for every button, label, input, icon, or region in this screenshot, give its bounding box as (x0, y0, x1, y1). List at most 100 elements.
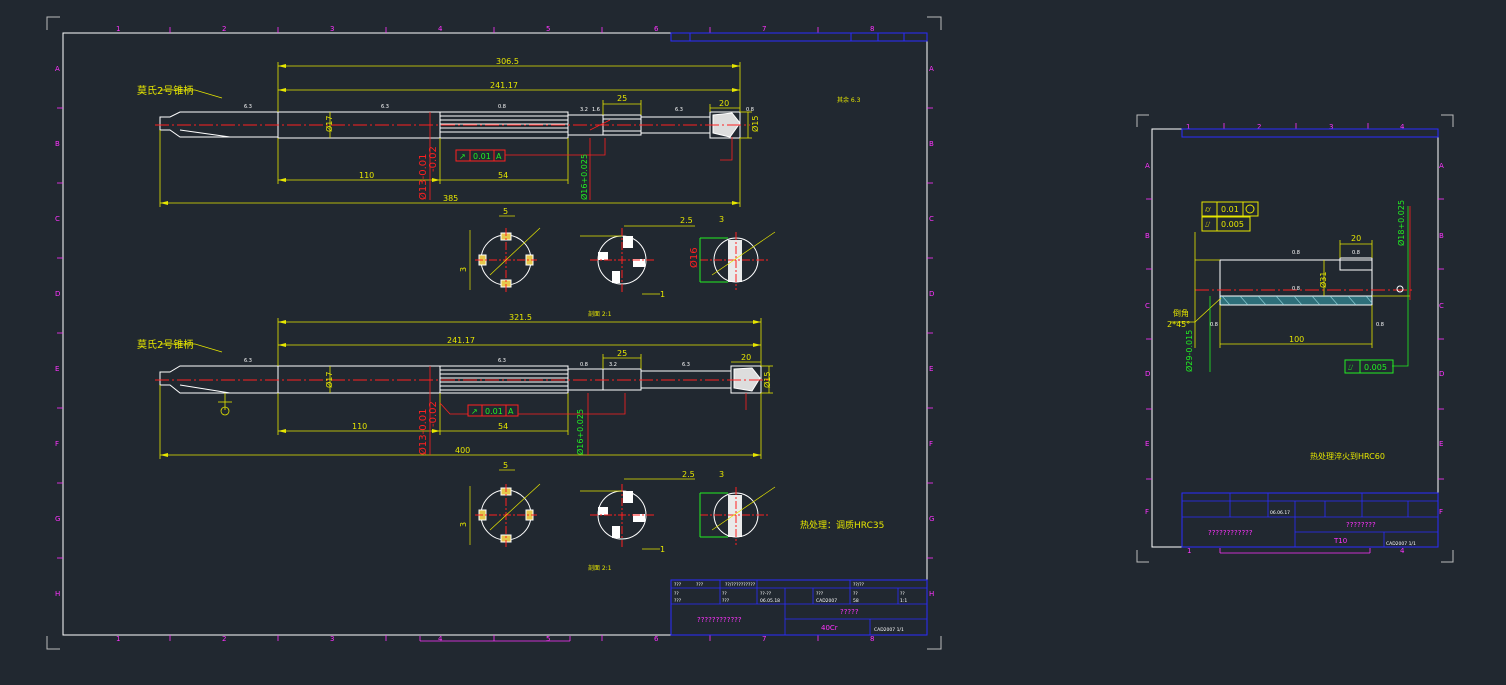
sheet-2-zone-ticks (1146, 123, 1444, 554)
col-label: 7 (762, 25, 766, 33)
sheet-1-corner-marks (46, 16, 942, 650)
row-label: H (929, 590, 934, 598)
col-label: 5 (546, 635, 550, 643)
chamfer-label: 倒角 (1173, 308, 1189, 318)
svg-text:0.8: 0.8 (1292, 286, 1300, 292)
row-label: F (55, 440, 59, 448)
shaft-1-dimension-lines (159, 62, 752, 207)
svg-text:???: ??? (816, 591, 824, 597)
svg-text:6.3: 6.3 (675, 107, 683, 113)
col-label: 5 (546, 25, 550, 33)
svg-text:⌰: ⌰ (1205, 220, 1211, 229)
sheet-2-zone-labels: 1 2 3 4 1 4 A B C D E F A B C D E F (1145, 123, 1444, 555)
col-label: 2 (222, 25, 226, 33)
sleeve-title-name: ???????? (1346, 521, 1376, 529)
sleeve-part[interactable]: ⌭ 0.01 ⌰ 0.005 ⌰ 0.005 20 100 Ø31 Ø18+0.… (1167, 200, 1415, 374)
svg-text:58: 58 (853, 598, 859, 604)
title-name: ????? (840, 608, 859, 616)
other-roughness-note: 其余 6.3 (837, 96, 861, 104)
svg-text:0.8: 0.8 (580, 362, 588, 368)
svg-text:6.3: 6.3 (498, 358, 506, 364)
col-label: 6 (654, 25, 659, 33)
svg-text:??: ?? (722, 591, 727, 597)
dim-spline-span: 241.17 (490, 81, 518, 90)
row-label: C (55, 215, 60, 223)
svg-text:3.2: 3.2 (580, 107, 588, 113)
sec2-d25: 2.5 (682, 470, 695, 479)
sleeve-dim-100: 100 (1289, 335, 1304, 344)
row-label: C (929, 215, 934, 223)
svg-text:D: D (1145, 370, 1150, 378)
dim-d15-2: Ø15 (762, 372, 772, 388)
svg-text:A: A (1145, 162, 1150, 170)
sec2-d3: 3 (459, 522, 468, 527)
svg-text:3.2: 3.2 (609, 362, 617, 368)
svg-text:???: ??? (722, 598, 730, 604)
dim-spline-span-2: 241.17 (447, 336, 475, 345)
col-label: 6 (654, 635, 659, 643)
svg-text:??: ?? (853, 591, 858, 597)
dim-d13-2: Ø13-0.01 (417, 409, 429, 455)
svg-text:1: 1 (1186, 123, 1190, 131)
svg-text:0.8: 0.8 (746, 107, 754, 113)
dim-d17: Ø17 (324, 116, 334, 132)
col-label: 8 (870, 635, 874, 643)
sec-c-d3: 3 (719, 215, 724, 224)
svg-text:0.8: 0.8 (1352, 250, 1360, 256)
svg-text:CAD2007 1/1: CAD2007 1/1 (874, 627, 904, 633)
section-views-1[interactable]: 5 3 2.5 1 3 Ø16 剖面 2:1 (459, 207, 776, 318)
shaft-2-red-leaders (429, 366, 747, 455)
runout-datum: A (496, 152, 502, 161)
svg-text:0.8: 0.8 (498, 104, 506, 110)
svg-text:F: F (1145, 508, 1149, 516)
sheet-1-column-labels: 1 2 3 4 5 6 7 8 1 2 3 4 5 6 7 8 (116, 25, 874, 643)
dim-overall-top-2: 321.5 (509, 313, 532, 322)
dim-25-2: 25 (617, 349, 627, 358)
shaft-part-1[interactable]: ↗ 0.01 A 莫氏2号锥柄 306.5 241.17 25 20 110 5… (137, 57, 760, 207)
sec-c-dia: Ø16 (688, 247, 700, 268)
svg-text:???: ??? (674, 582, 682, 588)
svg-text:F: F (1439, 508, 1443, 516)
svg-text:6.3: 6.3 (381, 104, 389, 110)
runout-symbol: ↗ (459, 152, 466, 161)
svg-text:0.8: 0.8 (1292, 250, 1300, 256)
scale-note-1: 剖面 2:1 (588, 310, 612, 318)
dim-25: 25 (617, 94, 627, 103)
sec2-c-d3: 3 (719, 470, 724, 479)
sleeve-title-code: CAD2007 1/1 (1386, 541, 1416, 547)
sleeve-title-date: 06.06.17 (1270, 510, 1290, 516)
sleeve-dim-29: Ø29-0.015 (1184, 330, 1194, 372)
svg-text:??: ?? (900, 591, 905, 597)
col-label: 3 (330, 25, 334, 33)
dim-overall-top: 306.5 (496, 57, 519, 66)
shaft-2-roughness: 6.3 6.3 0.8 3.2 6.3 (244, 358, 690, 368)
svg-text:1:1: 1:1 (900, 598, 907, 604)
shaft-2-arrowheads (160, 320, 761, 457)
tol-3-value: 0.005 (1364, 363, 1387, 372)
sheet-1-title-block[interactable]: ??? ??? ??/?????????? ??/?? ?? ?? ??-?? … (670, 579, 928, 636)
runout-symbol-2: ↗ (471, 407, 478, 416)
row-label: B (55, 140, 60, 148)
runout-value: 0.01 (473, 152, 491, 161)
sheet-2: 1 2 3 4 1 4 A B C D E F A B C D E F (1136, 114, 1454, 563)
svg-text:A: A (1439, 162, 1444, 170)
sleeve-dim-20: 20 (1351, 234, 1361, 243)
sheet-2-title-block[interactable]: ???????????? ???????? T10 CAD2007 1/1 06… (1181, 492, 1439, 548)
shaft-part-2[interactable]: ↗ 0.01 A 莫氏2号锥柄 321.5 241.17 25 20 110 5… (137, 313, 773, 459)
sleeve-title-org: ???????????? (1208, 529, 1253, 537)
title-org: ???????????? (697, 616, 742, 624)
sec-d25: 2.5 (680, 216, 693, 225)
svg-text:06.05.18: 06.05.18 (760, 598, 780, 604)
svg-text:B: B (1145, 232, 1150, 240)
svg-text:4: 4 (1400, 123, 1405, 131)
svg-text:C: C (1439, 302, 1444, 310)
section-views-2[interactable]: 5 3 2.5 1 3 剖面 2:1 (459, 461, 776, 572)
dim-20: 20 (719, 99, 729, 108)
svg-text:E: E (1145, 440, 1149, 448)
row-label: F (929, 440, 933, 448)
row-label: D (55, 290, 60, 298)
dim-overall-bottom: 385 (443, 194, 458, 203)
svg-text:4: 4 (1400, 547, 1405, 555)
tol-2-value: 0.005 (1221, 220, 1244, 229)
